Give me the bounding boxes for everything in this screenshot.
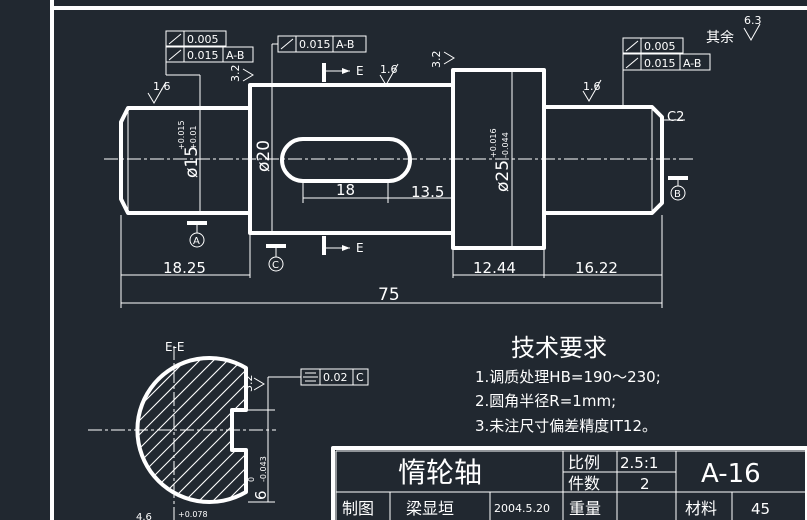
dim-overall: 75 [378, 285, 400, 305]
drawn-label: 制图 [342, 499, 374, 518]
roughness-mark: 1.6 [582, 79, 602, 102]
gdt-frame-left: 0.005 0.015 A-B [165, 30, 254, 108]
roughness-mark: 1.6 [379, 63, 399, 86]
gdt-symmetry-value: 0.02 [323, 371, 348, 384]
gdt-runout-datum: A-B [226, 49, 244, 62]
roughness-mark: 3.2 [430, 51, 455, 69]
cut-arrowhead [342, 245, 350, 251]
dim-section-tol-low: -0.043 [259, 456, 268, 482]
gdt-frame-symmetry: 0.02 C [267, 368, 369, 410]
roughness-value: 3.2 [242, 375, 255, 393]
datum-c: C [272, 260, 279, 271]
cut-arrowhead [342, 68, 350, 74]
dim-d15-tol-low: +0.01 [189, 125, 198, 150]
drawing-number: A-16 [701, 459, 761, 489]
scale-value: 2.5:1 [620, 454, 658, 472]
roughness-default-label: 其余 [706, 29, 734, 46]
dim-section-tol-up: 0 [247, 477, 256, 482]
tech-req-item: 3.未注尺寸偏差精度IT12。 [475, 417, 657, 435]
roughness-mark: 3.2 [242, 375, 265, 393]
datum-circle [268, 256, 284, 272]
roughness-default-symbol [743, 23, 761, 42]
drawn-by: 梁显垣 [406, 499, 454, 518]
dim-right-len: 16.22 [575, 259, 618, 277]
qty-label: 件数 [568, 474, 600, 493]
gdt-runout-value: 0.015 [299, 38, 331, 51]
roughness-mark: 3.2 [229, 65, 254, 83]
gdt-runout-value: 0.015 [187, 49, 219, 62]
dim-d25-tol-up: +0.016 [489, 128, 498, 158]
scale-label: 比例 [568, 453, 600, 472]
cut-label: E [356, 64, 364, 78]
roughness-value: 3.2 [229, 65, 242, 83]
section-label: E-E [165, 340, 185, 354]
datum-circle [189, 232, 205, 248]
dim-mid-len: 12.44 [473, 259, 516, 277]
drawing-date: 2004.5.20 [494, 502, 550, 515]
gdt-runout-value: 0.015 [644, 57, 676, 70]
dim-section-depth: 6 [252, 490, 270, 500]
datum-b: B [674, 189, 681, 200]
dim-key-len: 18 [336, 181, 355, 199]
dim-chamfer: C2 [667, 110, 684, 125]
dim-d25: ø25 [493, 160, 513, 192]
dim-key-pos: 13.5 [411, 183, 444, 201]
cut-label: E [356, 241, 364, 255]
gdt-frame-mid: 0.015 A-B [271, 35, 367, 85]
material-label: 材料 [685, 499, 717, 518]
qty-value: 2 [640, 475, 650, 493]
tech-req-item: 2.圆角半径R=1mm; [475, 392, 616, 410]
gdt-frame-right: 0.005 0.015 A-B [622, 37, 711, 107]
roughness-value: 1.6 [153, 80, 171, 93]
title-block [331, 446, 807, 520]
material-value: 45 [751, 500, 770, 518]
tech-req-title: 技术要求 [511, 334, 607, 362]
gdt-runout-datum: A-B [336, 38, 354, 51]
roughness-value: 3.2 [430, 51, 443, 69]
dim-left-len: 18.25 [163, 259, 206, 277]
section-outline [135, 356, 248, 504]
datum-circle [670, 185, 686, 201]
tech-req-item: 1.调质处理HB=190～230; [475, 368, 661, 386]
part-name: 惰轮轴 [398, 456, 482, 489]
keyway-slot [280, 137, 412, 183]
gdt-circ-runout-value: 0.005 [644, 40, 676, 53]
roughness-default-value: 6.3 [744, 14, 762, 27]
gdt-runout-datum: A-B [683, 57, 701, 70]
datum-a: A [193, 236, 200, 247]
shaft-outline [119, 68, 664, 250]
dim-d15-tol-up: +0.015 [177, 120, 186, 150]
gdt-symmetry-datum: C [356, 371, 364, 384]
roughness-value: 1.6 [380, 63, 398, 76]
dim-bottom-partial-tol: +0.078 [178, 510, 208, 519]
weight-label: 重量 [569, 499, 601, 518]
dim-bottom-partial: 4.6 [136, 512, 152, 520]
dim-d15: ø15 [182, 146, 202, 178]
roughness-value: 1.6 [583, 80, 601, 93]
dim-d20: ø20 [254, 140, 274, 172]
dim-d25-tol-low: -0.044 [501, 132, 510, 158]
roughness-mark: 1.6 [147, 80, 171, 104]
gdt-circ-runout-value: 0.005 [187, 33, 219, 46]
